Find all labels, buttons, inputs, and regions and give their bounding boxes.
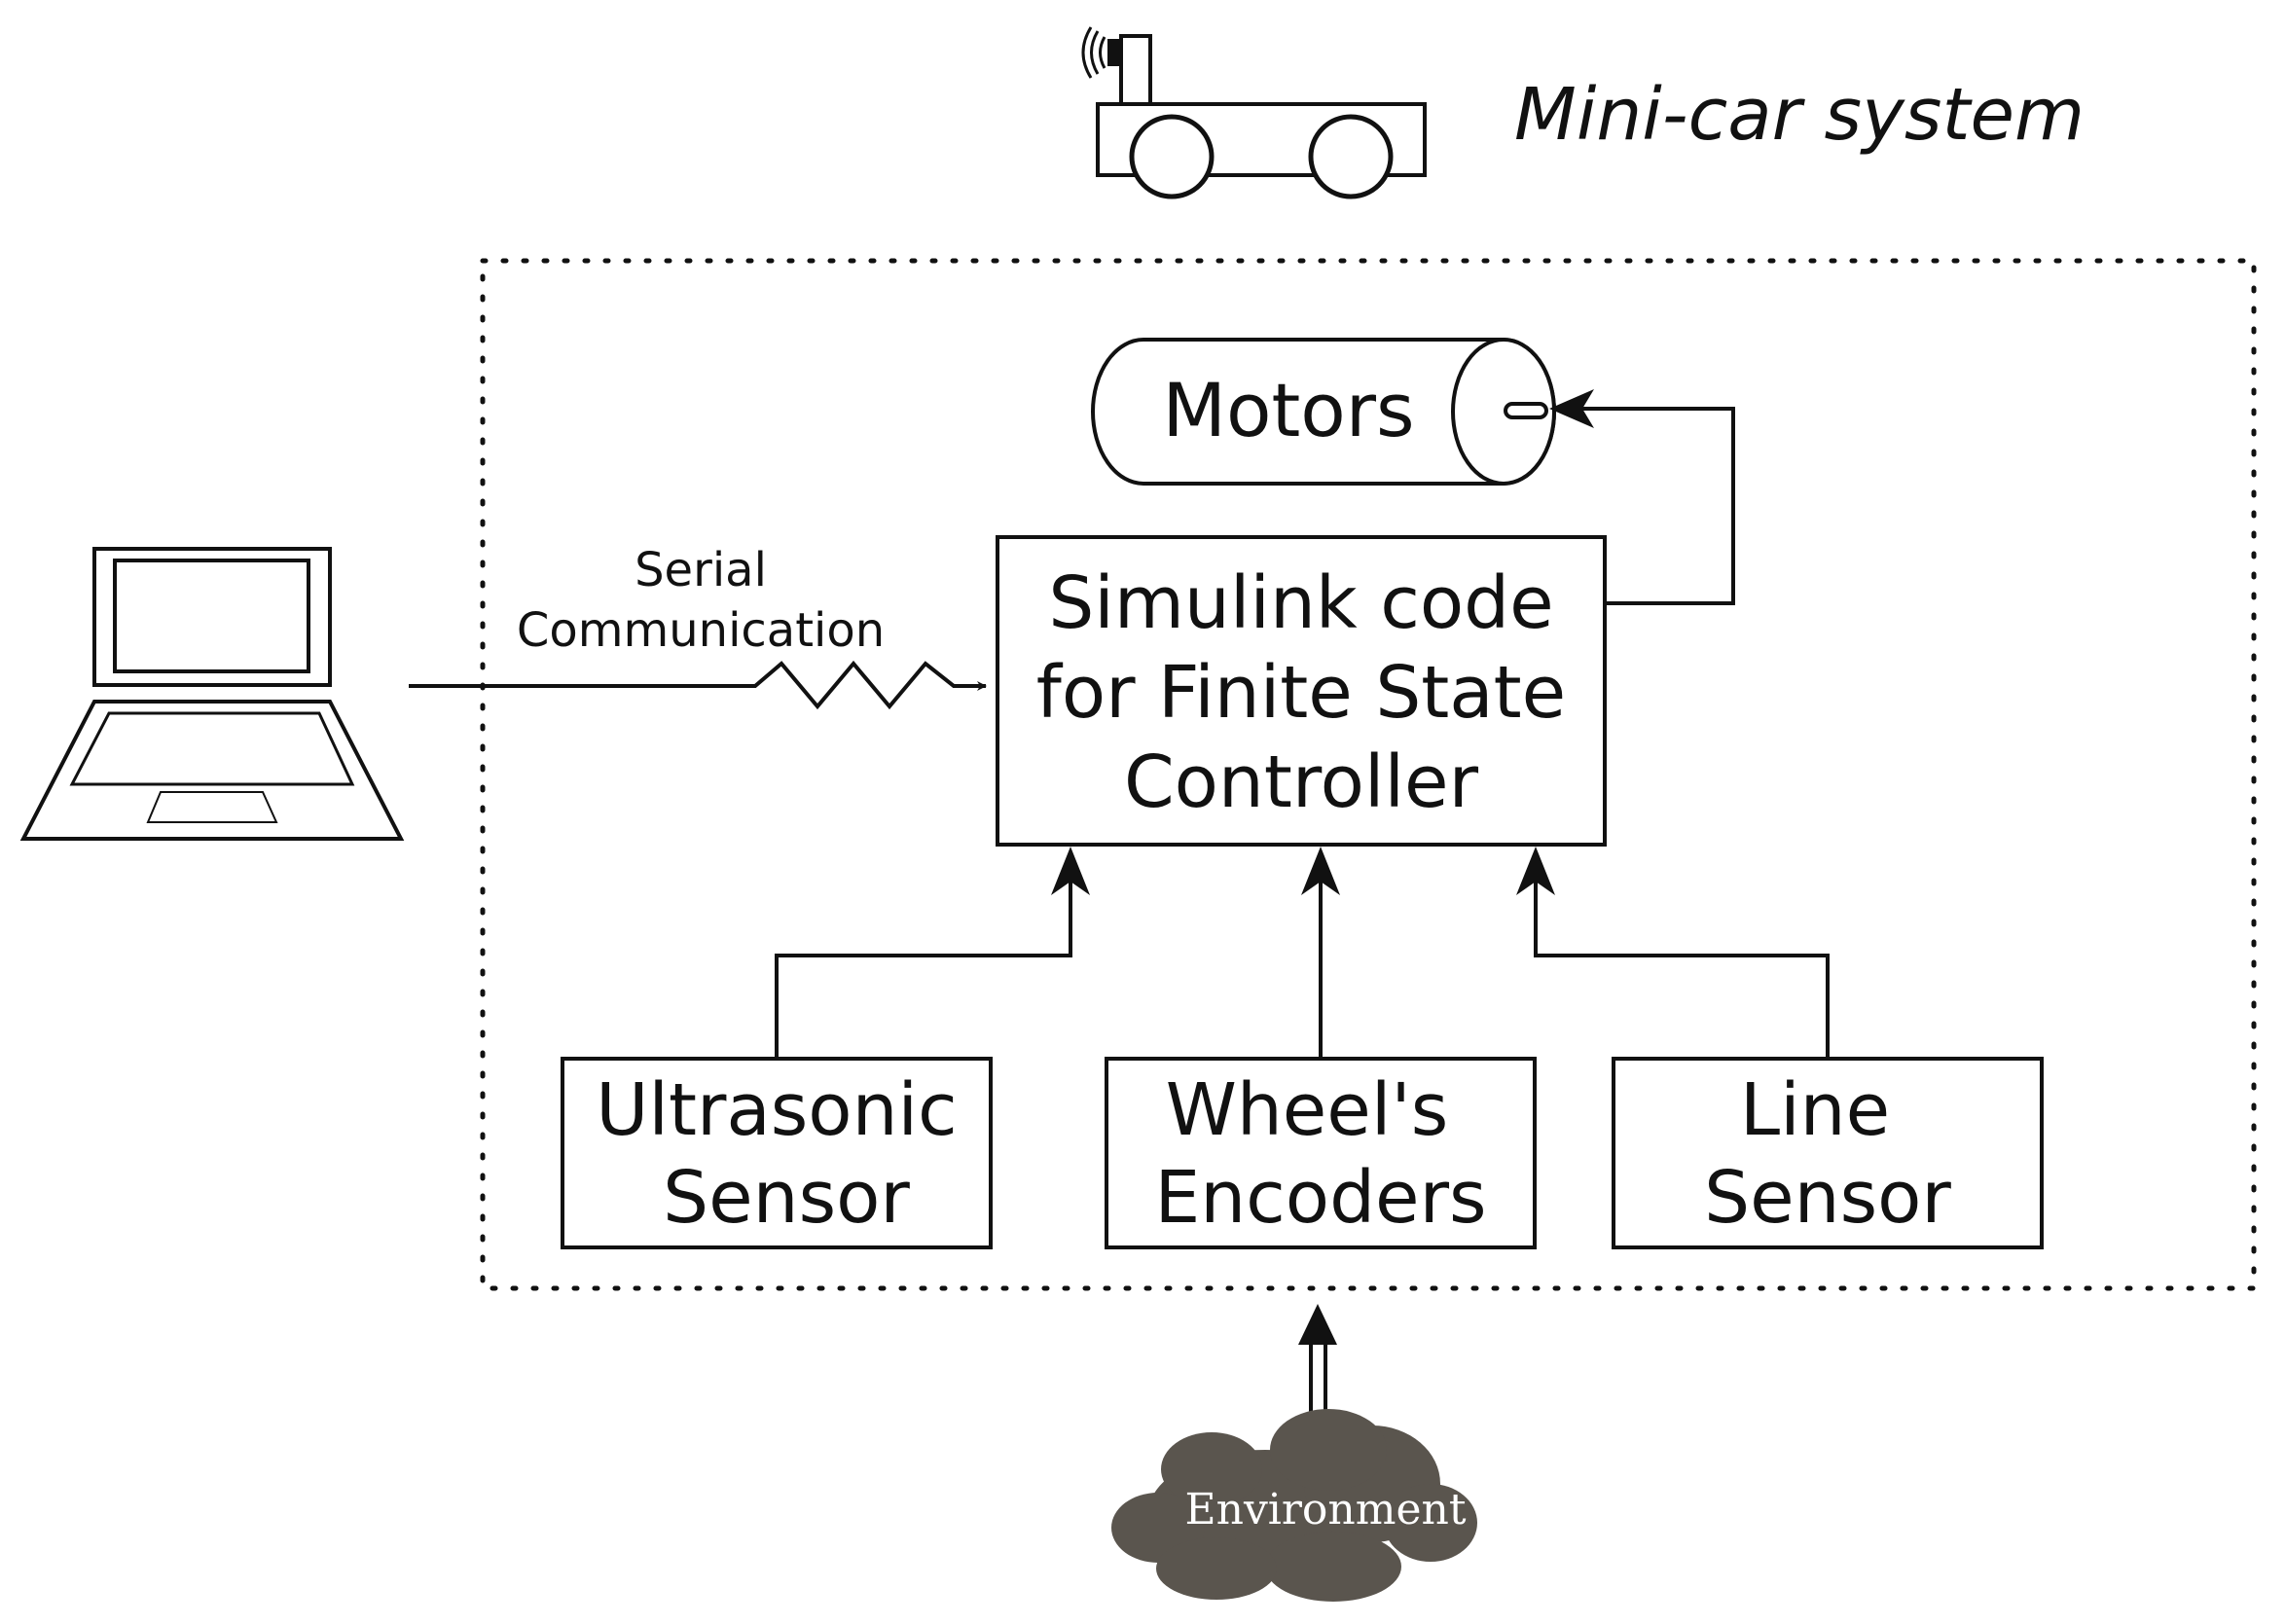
- serial-line: [409, 660, 987, 710]
- encoders-label-line1: Wheel's: [1166, 1068, 1449, 1152]
- motor-arrowhead: [1549, 389, 1594, 428]
- line-sensor-label-line2: Sensor: [1704, 1156, 1951, 1240]
- diagram-title: Mini-car system: [1514, 73, 2085, 157]
- wheel-encoders-block: Wheel's Encoders: [1105, 1057, 1537, 1249]
- cloud-icon: [1111, 1409, 1477, 1602]
- environment-label: Environment: [1184, 1485, 1466, 1534]
- controller-to-motors-arrow: [1566, 404, 1735, 605]
- controller-label-line1: Simulink code: [1048, 561, 1553, 645]
- motors-block: Motors: [1091, 338, 1556, 486]
- mini-car-icon: [1081, 26, 1427, 199]
- line-sensor-block: Line Sensor: [1612, 1057, 2044, 1249]
- ultrasonic-label-line1: Ultrasonic: [596, 1068, 957, 1152]
- ultrasonic-sensor-block: Ultrasonic Sensor: [561, 1057, 993, 1249]
- motors-label: Motors: [1162, 367, 1414, 453]
- serial-label-line2: Communication: [517, 603, 885, 658]
- serial-communication-link: Serial Communication: [409, 543, 987, 710]
- line-sensor-arrowhead: [1516, 847, 1555, 895]
- encoders-arrowhead: [1301, 847, 1340, 895]
- line-sensor-to-controller-arrow: [1534, 881, 1830, 1059]
- motor-shaft-icon: [1504, 402, 1548, 419]
- controller-label-line3: Controller: [1124, 740, 1479, 824]
- motors-end-cap: [1451, 338, 1556, 486]
- serial-label-line1: Serial: [635, 543, 767, 597]
- laptop-icon: [19, 547, 405, 841]
- ultrasonic-label-line2: Sensor: [663, 1156, 910, 1240]
- line-sensor-label-line1: Line: [1740, 1068, 1890, 1152]
- ultrasonic-arrowhead: [1051, 847, 1090, 895]
- ultrasonic-to-controller-arrow: [775, 881, 1072, 1059]
- controller-block: Simulink code for Finite State Controlle…: [996, 535, 1607, 847]
- controller-label-line2: for Finite State: [1036, 651, 1566, 735]
- encoders-label-line2: Encoders: [1154, 1156, 1486, 1240]
